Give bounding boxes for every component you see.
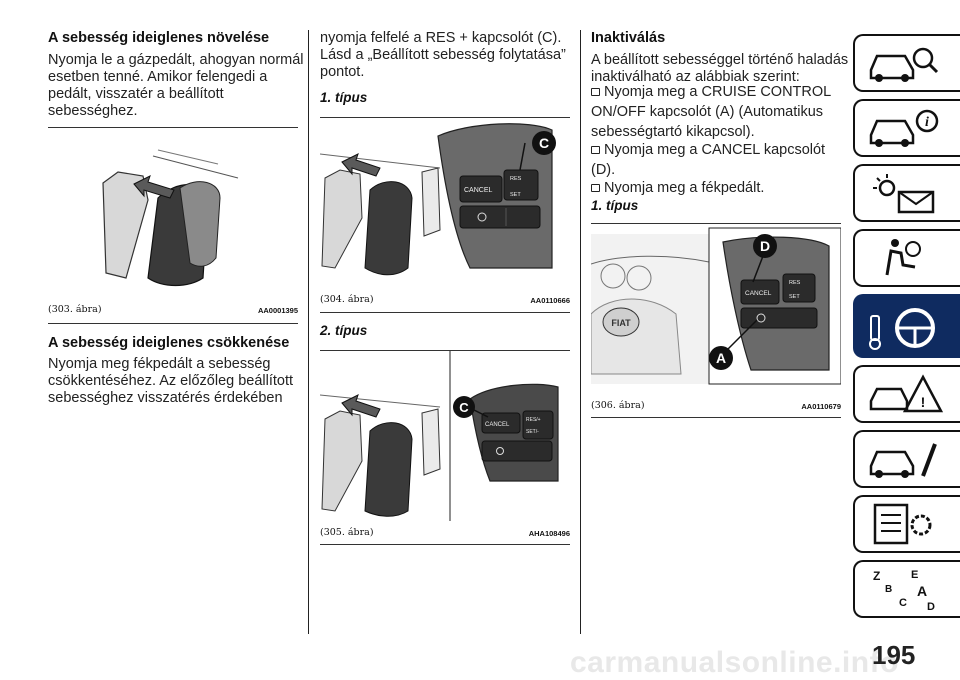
svg-text:Z: Z bbox=[873, 569, 880, 583]
bullet-line: Nyomja meg a CANCEL kapcsolót bbox=[604, 142, 826, 158]
paragraph-increase: Nyomja le a gázpedált, ahogyan normál es… bbox=[48, 52, 308, 120]
figure-303-illustration bbox=[48, 128, 298, 293]
figure-304-illustration: CANCEL RES SET C bbox=[320, 118, 570, 283]
svg-text:D: D bbox=[927, 601, 935, 612]
para-line: A beállított sebességgel történő haladás bbox=[591, 52, 849, 68]
heading-deactivation: Inaktiválás bbox=[591, 30, 666, 46]
svg-text:i: i bbox=[925, 115, 929, 130]
figure-305: CANCEL RES/+ SET/- C (305. ábra) AHA1084… bbox=[320, 350, 570, 545]
alphabet-index-icon: Z E B A C D bbox=[873, 569, 935, 612]
para-line: esetben tenné. Amikor felengedi a bbox=[48, 69, 268, 85]
car-info-icon: i bbox=[869, 109, 939, 147]
heading-type-1: 1. típus bbox=[320, 90, 368, 105]
bullet-checkbox-icon bbox=[591, 184, 600, 192]
para-line: nyomja felfelé a RES + kapcsolót (C). bbox=[320, 30, 562, 46]
tab-maintenance[interactable] bbox=[853, 430, 960, 488]
bullet-line: Nyomja meg a CRUISE CONTROL bbox=[604, 84, 832, 100]
svg-text:FIAT: FIAT bbox=[611, 318, 631, 328]
fig304-res-label: RES bbox=[510, 176, 522, 182]
fig304-set-label: SET bbox=[510, 192, 521, 198]
bullet-line: Nyomja meg a fékpedált. bbox=[604, 180, 765, 196]
bullet-checkbox-icon bbox=[591, 88, 600, 96]
column-divider-1 bbox=[308, 30, 309, 634]
paragraph-decrease: Nyomja meg fékpedált a sebesség csökkent… bbox=[48, 356, 308, 407]
fig306-res-label: RES bbox=[789, 280, 801, 286]
fig306-set-label: SET bbox=[789, 294, 800, 300]
figure-303-label: (303. ábra) bbox=[48, 304, 102, 315]
list-item: Nyomja meg a fékpedált. bbox=[591, 180, 851, 198]
document-gear-icon bbox=[873, 503, 932, 545]
figure-303: (303. ábra) AA0001395 bbox=[48, 127, 298, 324]
figure-306-code: AA0110679 bbox=[801, 402, 841, 411]
para-line: sebességhez visszatérés érdekében bbox=[48, 390, 283, 406]
car-warning-triangle-icon: ! bbox=[869, 374, 944, 413]
warning-light-envelope-icon bbox=[873, 174, 935, 214]
para-line: Nyomja meg fékpedált a sebesség bbox=[48, 356, 271, 372]
bullet-line: sebességtartó kikapcsol). bbox=[591, 124, 755, 140]
bullet-checkbox-icon bbox=[591, 146, 600, 154]
bullet-list: Nyomja meg a CRUISE CONTROL ON/OFF kapcs… bbox=[591, 84, 851, 198]
watermark: carmanualsonline.info bbox=[570, 646, 899, 679]
tab-car-info[interactable]: i bbox=[853, 99, 960, 157]
tab-starting-driving[interactable] bbox=[853, 294, 960, 358]
tab-emergency[interactable]: ! bbox=[853, 365, 960, 423]
figure-305-label: (305. ábra) bbox=[320, 527, 374, 538]
figure-303-code: AA0001395 bbox=[257, 306, 298, 315]
bullet-text: Nyomja meg a CRUISE CONTROL ON/OFF kapcs… bbox=[591, 82, 832, 142]
figure-304: CANCEL RES SET C (304. ábra) AA0110666 bbox=[320, 117, 570, 313]
paragraph-deactivation-intro: A beállított sebességgel történő haladás… bbox=[591, 52, 851, 86]
svg-text:!: ! bbox=[921, 394, 926, 410]
bullet-text: Nyomja meg a CANCEL kapcsolót (D). bbox=[591, 140, 826, 180]
svg-text:C: C bbox=[899, 597, 907, 609]
fig305-set-label: SET/- bbox=[526, 429, 539, 435]
tab-car-knowledge[interactable] bbox=[853, 34, 960, 92]
figure-306: FIAT CANCEL RES SET D A (306. ábra) AA01… bbox=[591, 223, 841, 418]
car-wrench-icon bbox=[869, 443, 937, 478]
para-line: pedált, visszatér a beállított bbox=[48, 86, 224, 102]
heading-type-1: 1. típus bbox=[591, 198, 639, 213]
fig306-cancel-label: CANCEL bbox=[745, 290, 772, 297]
column-divider-2 bbox=[580, 30, 581, 634]
svg-text:E: E bbox=[911, 569, 918, 581]
heading-type-2: 2. típus bbox=[320, 323, 368, 338]
fig305-res-label: RES/+ bbox=[526, 417, 541, 423]
page-number: 195 bbox=[872, 640, 916, 670]
heading-temporary-decrease: A sebesség ideiglenes csökkenése bbox=[48, 335, 290, 351]
fig306-callout-a: A bbox=[716, 350, 726, 366]
figure-304-code: AA0110666 bbox=[530, 296, 570, 305]
steering-wheel-key-icon bbox=[869, 308, 935, 350]
fig305-callout-c: C bbox=[459, 400, 469, 415]
heading-temporary-increase: A sebesség ideiglenes növelése bbox=[48, 30, 270, 46]
para-line: inaktiválható az alábbiak szerint: bbox=[591, 69, 800, 85]
fig304-callout-c: C bbox=[539, 135, 549, 151]
tab-technical-data[interactable] bbox=[853, 495, 960, 553]
car-search-icon bbox=[869, 47, 939, 82]
svg-text:A: A bbox=[917, 583, 927, 599]
figure-304-label: (304. ábra) bbox=[320, 294, 374, 305]
seat-airbag-icon bbox=[885, 239, 921, 276]
fig304-cancel-label: CANCEL bbox=[464, 187, 493, 194]
tab-safety[interactable] bbox=[853, 229, 960, 287]
figure-306-illustration: FIAT CANCEL RES SET D A bbox=[591, 224, 841, 389]
fig305-cancel-label: CANCEL bbox=[485, 422, 510, 428]
figure-305-illustration: CANCEL RES/+ SET/- C bbox=[320, 351, 570, 521]
list-item: Nyomja meg a CANCEL kapcsolót (D). bbox=[591, 142, 851, 180]
para-line: Lásd a „Beállított sebesség folytatása” bbox=[320, 47, 566, 63]
bullet-line: ON/OFF kapcsolót (A) (Automatikus bbox=[591, 104, 824, 120]
tab-index[interactable]: Z E B A C D bbox=[853, 560, 960, 618]
tab-warning-lights[interactable] bbox=[853, 164, 960, 222]
bullet-text: Nyomja meg a fékpedált. bbox=[604, 178, 764, 198]
paragraph-resume: nyomja felfelé a RES + kapcsolót (C). Lá… bbox=[320, 30, 580, 81]
para-line: pontot. bbox=[320, 64, 365, 80]
bullet-line: (D). bbox=[591, 162, 616, 178]
list-item: Nyomja meg a CRUISE CONTROL ON/OFF kapcs… bbox=[591, 84, 851, 142]
para-line: csökkentéséhez. Az előzőleg beállított bbox=[48, 373, 294, 389]
figure-306-label: (306. ábra) bbox=[591, 400, 645, 411]
figure-305-code: AHA108496 bbox=[528, 529, 570, 538]
para-line: Nyomja le a gázpedált, ahogyan normál bbox=[48, 52, 304, 68]
para-line: sebességhez. bbox=[48, 103, 138, 119]
svg-text:B: B bbox=[885, 584, 892, 595]
fig306-callout-d: D bbox=[760, 238, 770, 254]
